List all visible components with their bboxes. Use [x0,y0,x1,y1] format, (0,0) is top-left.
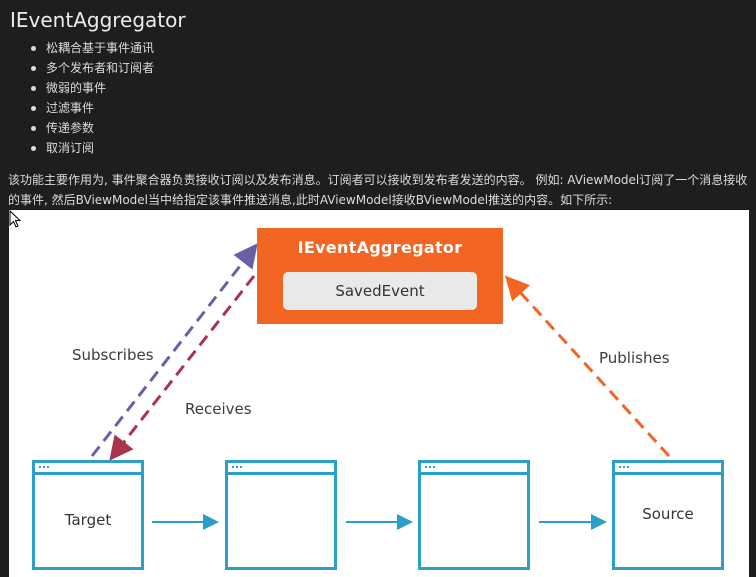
subscribes-arrow [90,243,258,457]
saved-event-box: SavedEvent [283,272,477,310]
diagram-arrows [90,243,671,530]
event-aggregator-diagram: IEventAggregator SavedEvent Subscribes R… [9,210,749,577]
description-paragraph: 该功能主要作用为, 事件聚合器负责接收订阅以及发布消息。订阅者可以接收到发布者发… [8,173,748,207]
list-item: 微弱的事件 [28,78,154,98]
list-item: 取消订阅 [28,138,154,158]
list-item-text: 微弱的事件 [46,81,107,95]
list-item: 传递参数 [28,118,154,138]
publishes-arrow [504,275,671,458]
window-label: Source [642,505,694,523]
intermediate-window [225,460,337,570]
feature-list: 松耦合基于事件通讯 多个发布者和订阅者 微弱的事件 过滤事件 传递参数 取消订阅 [28,38,154,158]
bullet-icon [31,46,36,51]
publishes-label: Publishes [599,349,670,367]
list-item: 多个发布者和订阅者 [28,58,154,78]
subscribes-label: Subscribes [72,346,154,364]
bullet-icon [31,126,36,131]
target-window: Target [32,460,144,570]
receives-label: Receives [185,400,252,418]
list-item-text: 传递参数 [46,121,95,135]
list-item: 过滤事件 [28,98,154,118]
window-titlebar [421,463,527,475]
intermediate-window [418,460,530,570]
list-item-text: 过滤事件 [46,101,95,115]
bullet-icon [31,106,36,111]
window-titlebar [615,463,721,475]
list-item-text: 取消订阅 [46,141,95,155]
aggregator-title: IEventAggregator [297,238,463,257]
page-title: IEventAggregator [10,8,186,32]
list-item: 松耦合基于事件通讯 [28,38,154,58]
list-item-text: 松耦合基于事件通讯 [46,41,155,55]
event-aggregator-box: IEventAggregator SavedEvent [257,228,503,324]
window-titlebar [35,463,141,475]
window-titlebar [228,463,334,475]
bullet-icon [31,146,36,151]
source-window: Source [612,460,724,570]
mouse-cursor-icon [9,210,22,228]
window-label: Target [64,511,112,529]
bullet-icon [31,66,36,71]
receives-arrow [109,275,256,461]
bullet-icon [31,86,36,91]
list-item-text: 多个发布者和订阅者 [46,61,155,75]
